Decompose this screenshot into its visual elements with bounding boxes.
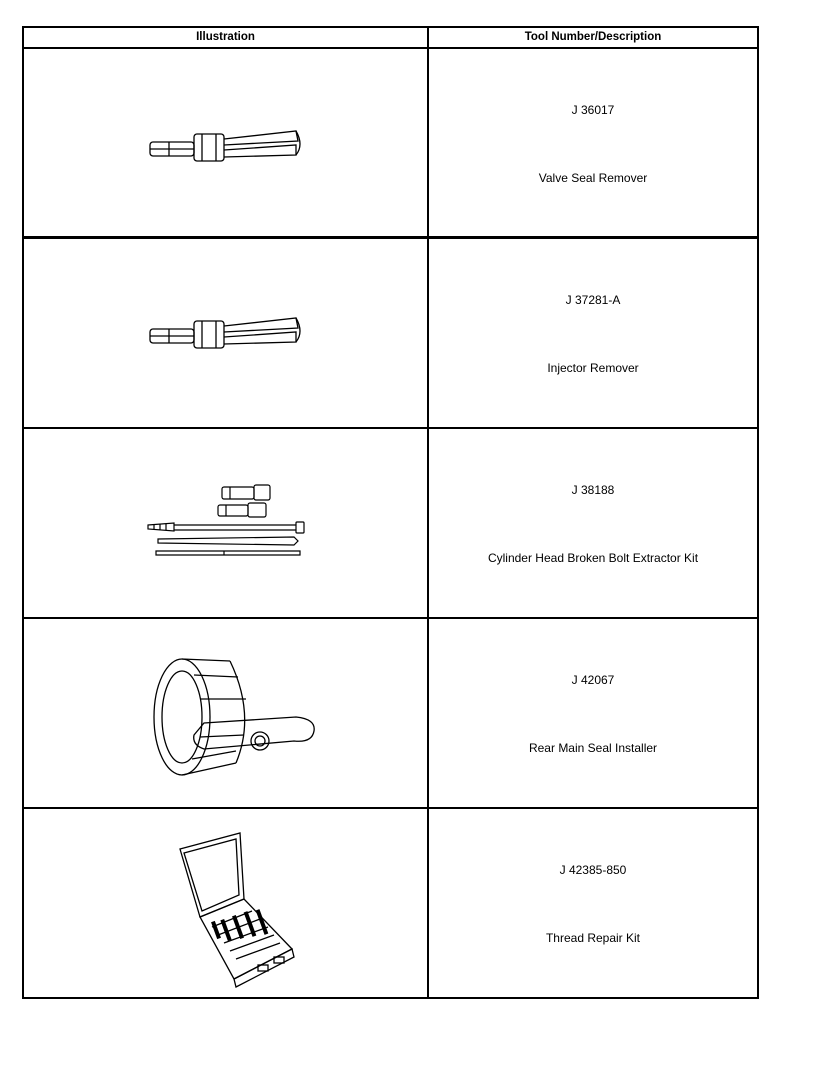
- tool-table: Illustration Tool Number/Description: [22, 26, 759, 999]
- illustration-cell: [24, 809, 429, 997]
- table-row: J 38188 Cylinder Head Broken Bolt Extrac…: [24, 429, 757, 619]
- header-tool-description: Tool Number/Description: [524, 31, 662, 43]
- table-header: Illustration Tool Number/Description: [24, 28, 757, 49]
- tool-description: Valve Seal Remover: [538, 171, 648, 185]
- illustration-cell: [24, 429, 429, 617]
- tool-description: Injector Remover: [547, 361, 639, 375]
- tool-number: J 38188: [571, 483, 615, 497]
- tool-number: J 37281-A: [565, 293, 621, 307]
- tool-description: Thread Repair Kit: [545, 931, 641, 945]
- table-row: J 37281-A Injector Remover: [24, 239, 757, 429]
- bolt-extractor-kit-icon: [147, 484, 305, 556]
- illustration-cell: [24, 619, 429, 807]
- header-illustration: Illustration: [24, 28, 429, 47]
- thread-repair-kit-icon: [179, 832, 295, 988]
- seal-installer-icon: [153, 658, 315, 776]
- tool-description: Rear Main Seal Installer: [528, 741, 658, 755]
- illustration-cell: [24, 239, 429, 427]
- description-cell: J 42067 Rear Main Seal Installer: [429, 619, 757, 807]
- description-cell: J 37281-A Injector Remover: [429, 239, 757, 427]
- tool-number: J 42385-850: [559, 863, 627, 877]
- injector-remover-icon: [149, 317, 301, 349]
- table-row: J 36017 Valve Seal Remover: [24, 49, 757, 239]
- tool-description: Cylinder Head Broken Bolt Extractor Kit: [487, 551, 699, 565]
- tool-number: J 42067: [571, 673, 615, 687]
- tool-number: J 36017: [571, 103, 615, 117]
- illustration-cell: [24, 49, 429, 236]
- description-cell: J 42385-850 Thread Repair Kit: [429, 809, 757, 997]
- table-row: J 42067 Rear Main Seal Installer: [24, 619, 757, 809]
- description-cell: J 36017 Valve Seal Remover: [429, 49, 757, 236]
- valve-seal-remover-icon: [149, 130, 301, 162]
- table-row: J 42385-850 Thread Repair Kit: [24, 809, 757, 997]
- description-cell: J 38188 Cylinder Head Broken Bolt Extrac…: [429, 429, 757, 617]
